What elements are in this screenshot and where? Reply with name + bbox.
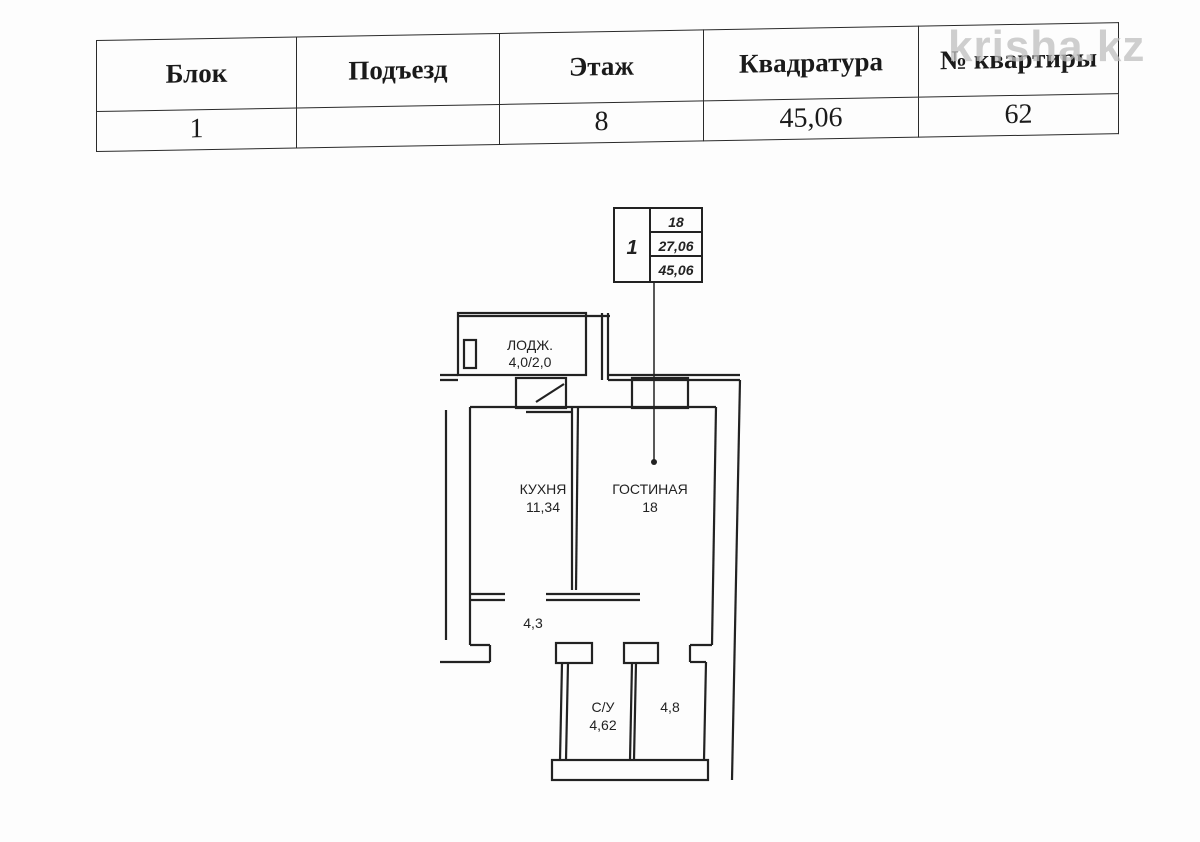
area-legend-box: 1 18 27,06 45,06 bbox=[613, 207, 703, 465]
room-hall-area: 4,3 bbox=[523, 615, 543, 631]
room-living-area: 18 bbox=[642, 499, 658, 515]
legend-total-area: 45,06 bbox=[657, 262, 693, 278]
room-loggia-area: 4,0/2,0 bbox=[509, 354, 552, 370]
room-bathroom-area: 4,62 bbox=[589, 717, 616, 733]
walls bbox=[440, 311, 742, 782]
room-labels: ЛОДЖ. 4,0/2,0 КУХНЯ 11,34 ГОСТИНАЯ 18 4,… bbox=[507, 337, 688, 733]
legend-living-total: 27,06 bbox=[657, 238, 693, 254]
legend-rooms: 1 bbox=[626, 237, 637, 259]
room-living-name: ГОСТИНАЯ bbox=[612, 481, 688, 497]
room-kitchen-name: КУХНЯ bbox=[520, 481, 567, 497]
watermark: krisha.kz bbox=[948, 22, 1146, 71]
room-storage-area: 4,8 bbox=[660, 699, 680, 715]
legend-living-area: 18 bbox=[668, 214, 684, 230]
room-loggia-name: ЛОДЖ. bbox=[507, 337, 553, 353]
room-kitchen-area: 11,34 bbox=[526, 499, 560, 515]
room-bathroom-name: С/У bbox=[592, 699, 615, 715]
